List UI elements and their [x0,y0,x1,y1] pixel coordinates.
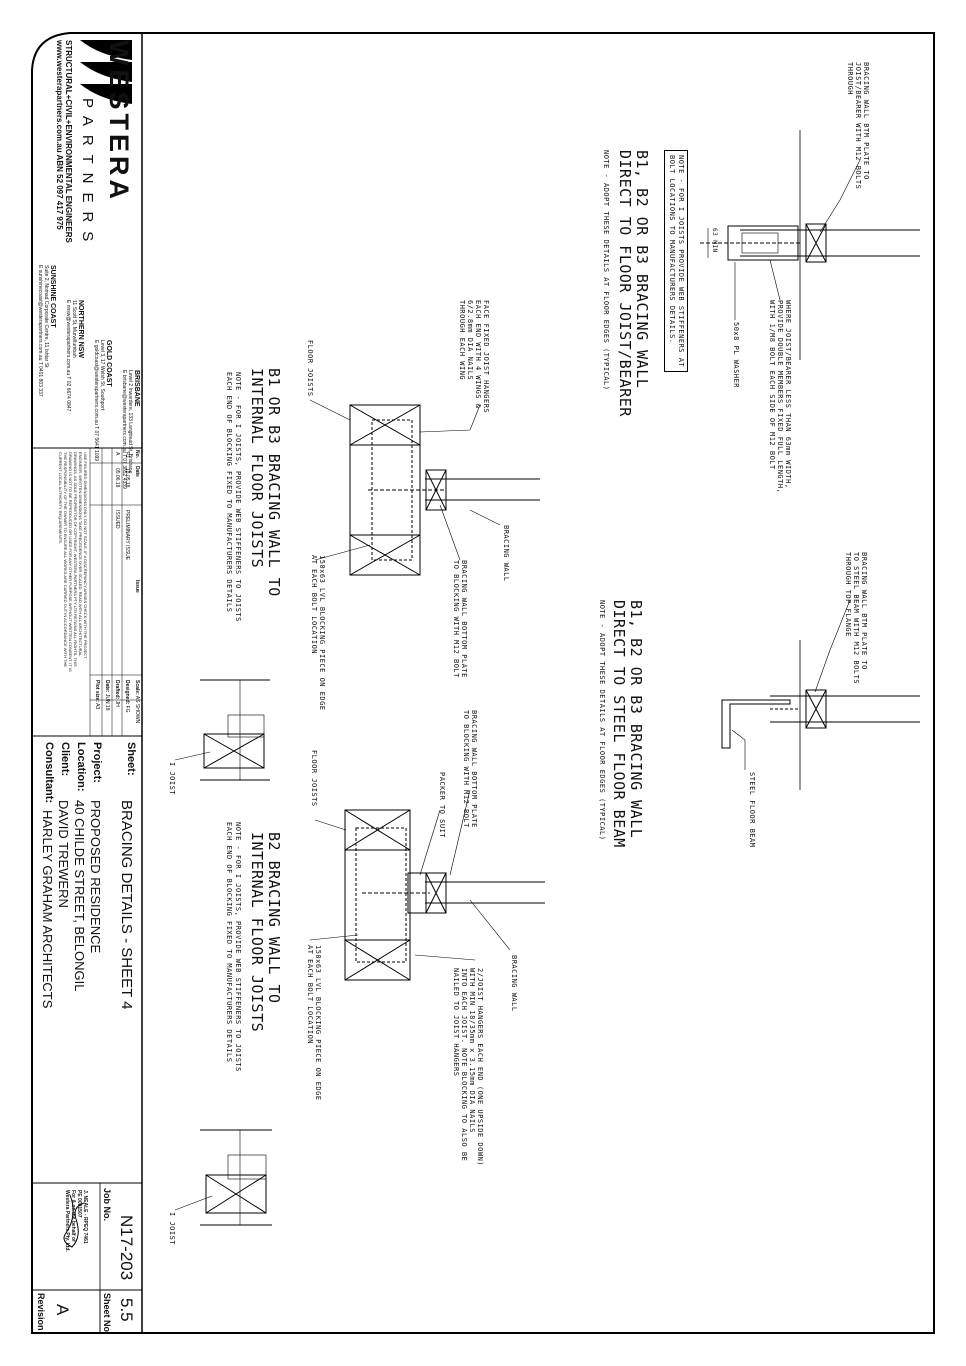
d3-label-bracing-wall: BRACING WALL [502,525,510,582]
d4-label-bracing-wall: BRACING WALL [510,955,518,1012]
d4-label-packer: PACKER TO SUIT [438,772,446,839]
office-sunshine-coast: SUNSHINE COAST Suite 2, Nomad Corporate … [37,265,56,397]
signature-scribble [63,1194,85,1248]
sheet-no-value: 5.5 [117,1298,136,1322]
rev-row-issue: PRELIMINARY ISSUE [124,510,130,561]
rev-row-no: A [114,452,120,456]
office-line: 11 Scott St, Murwillumbah [71,300,77,358]
meta-scale: Scale: AS SHOWN [134,680,140,724]
brand-name: WESTERA [104,40,134,203]
meta-drafted: Drafted: JH [114,680,120,707]
meta-plot-size: Plot size: A3 [94,680,100,710]
d2-title: B1, B2 OR B3 BRACING WALL DIRECT TO STEE… [610,600,645,848]
project-value: PROPOSED RESIDENCE [88,800,103,954]
revision-value: A [53,1304,72,1316]
location-value: 40 CHILDE STREET, BELONGIL [72,800,87,992]
job-no-label: Job No. [102,1188,112,1221]
sheet-label: Sheet: [125,742,137,776]
general-notes: USE FIGURED DIMENSIONS ONLY. DO NOT SCAL… [58,452,88,672]
rev-row-date: 18.05.18 [124,468,130,488]
client-label: Client: [59,742,71,777]
job-no-value: N17-203 [117,1215,136,1281]
office-name: GOLD COAST [105,340,112,387]
leader-lines [174,159,861,1211]
d3-label-blocking: 150x63 LVL BLOCKING PIECE ON EDGE AT EAC… [310,555,326,711]
detail-3-graphic [200,404,540,781]
westera-logo-mark [80,40,132,104]
office-gold-coast: GOLD COAST Level 3, 17 Welsh St, Southpo… [93,340,112,461]
d1-note: NOTE - ADOPT THESE DETAILS AT FLOOR EDGE… [602,150,610,391]
office-line: E sunshinecoast@westerapartners.com.au T… [37,265,43,397]
d1-label-bolts: BRACING WALL BTM PLATE TO JOIST/BEARER W… [846,62,870,190]
d4-label-i-joist: I JOIST [168,1212,176,1246]
location-label: Location: [75,742,87,792]
brand-sub: PARTNERS [79,98,96,251]
rev-header-issue: Issue [134,580,140,593]
consultant-label: Consultant: [43,742,55,804]
brand-tagline: STRUCTURAL+CIVIL+ENVIRONMENTAL ENGINEERS [64,40,73,243]
d3-label-i-joist: I JOIST [168,762,176,796]
meta-designed: Designed: FG [124,680,130,713]
d1-title: B1, B2 OR B3 BRACING WALL DIRECT TO FLOO… [616,150,651,417]
sheet-border [31,32,935,1334]
brand-web: www.westerapartners.com.au ABN 52 097 41… [55,40,64,230]
rev-header-date: Date [134,466,140,477]
rev-header-no: No. [134,450,140,459]
d3-label-bottom-plate: BRACING WALL BOTTOM PLATE TO BLOCKING WI… [452,560,468,678]
project-label: Project: [91,742,103,783]
rev-row-no: P1 [124,452,130,459]
d3-label-hangers: FACE FIXED JOIST HANGERS EACH END WITH 4… [458,300,490,414]
d4-note: NOTE - FOR I JOISTS, PROVIDE WEB STIFFEN… [225,822,242,1072]
client-value: DAVID TREWERN [56,800,71,908]
d2-label-bolts: BRACING WALL BTM PLATE TO TO STEEL BEAM … [844,552,868,685]
rev-row-issue: ISSUED [114,510,120,529]
d2-label-steel-beam: STEEL FLOOR BEAM [748,772,756,848]
d3-label-floor-joists: FLOOR JOISTS [306,340,314,397]
office-line: Suite 2, Nomad Corporate Centre, 11 Isht… [43,265,49,368]
rev-row-date: 05.06.18 [114,468,120,488]
detail-1-graphic [700,130,920,360]
office-northern-nsw: NORTHERN NSW 11 Scott St, Murwillumbah E… [65,300,84,411]
d4-label-bottom-plate: BRACING WALL BOTTOM PLATE TO BLOCKING WI… [462,710,478,828]
detail-2-graphic [721,640,920,790]
sheet-no-label: Sheet No. [102,1293,112,1335]
consultant-value: HARLEY GRAHAM ARCHITECTS [40,810,55,1009]
office-name: SUNSHINE COAST [49,265,56,328]
signature-block: J. NEALE - RPEQ 7461 PE 0001507 For & on… [64,1190,88,1252]
d1-label-washer: 50x8 PL WASHER [732,322,740,389]
d3-title: B1 OR B3 BRACING WALL TO INTERNAL FLOOR … [248,368,283,597]
d4-label-blocking: 150x63 LVL BLOCKING PIECE ON EDGE AT EAC… [306,945,322,1101]
d1-label-double-members: WHERE JOIST/BEARER LESS THAN 63mm WIDTH,… [768,300,792,494]
sheet-title: BRACING DETAILS - SHEET 4 [118,800,135,1010]
detail-4-graphic [200,809,545,1226]
d4-title: B2 BRACING WALL TO INTERNAL FLOOR JOISTS [248,832,283,1033]
revision-label: Revision [36,1293,46,1331]
d2-note: NOTE - ADOPT THESE DETAILS AT FLOOR EDGE… [598,600,606,841]
office-line: Level 3, 17 Welsh St, Southport [99,340,105,411]
d4-label-joist-hangers: 2/JOIST HANGERS EACH END (ONE UPSIDE DOW… [452,968,484,1167]
revision-table-grid [89,447,143,737]
d1-dim-63min: 63 MIN [711,228,718,253]
meta-date: Date: JUN 18 [104,680,110,711]
d4-label-floor-joists: FLOOR JOISTS [310,750,318,807]
d1-box-note: NOTE - FOR I JOISTS PROVIDE WEB STIFFENE… [664,150,688,373]
office-line: E goldcoast@westerapartners.com.au T 07 … [93,340,99,462]
office-name: NORTHERN NSW [77,300,84,358]
office-line: E nnsw@westerapartners.com.au T 02 6674 … [65,300,71,412]
d3-note: NOTE - FOR I JOISTS, PROVIDE WEB STIFFEN… [225,372,242,622]
